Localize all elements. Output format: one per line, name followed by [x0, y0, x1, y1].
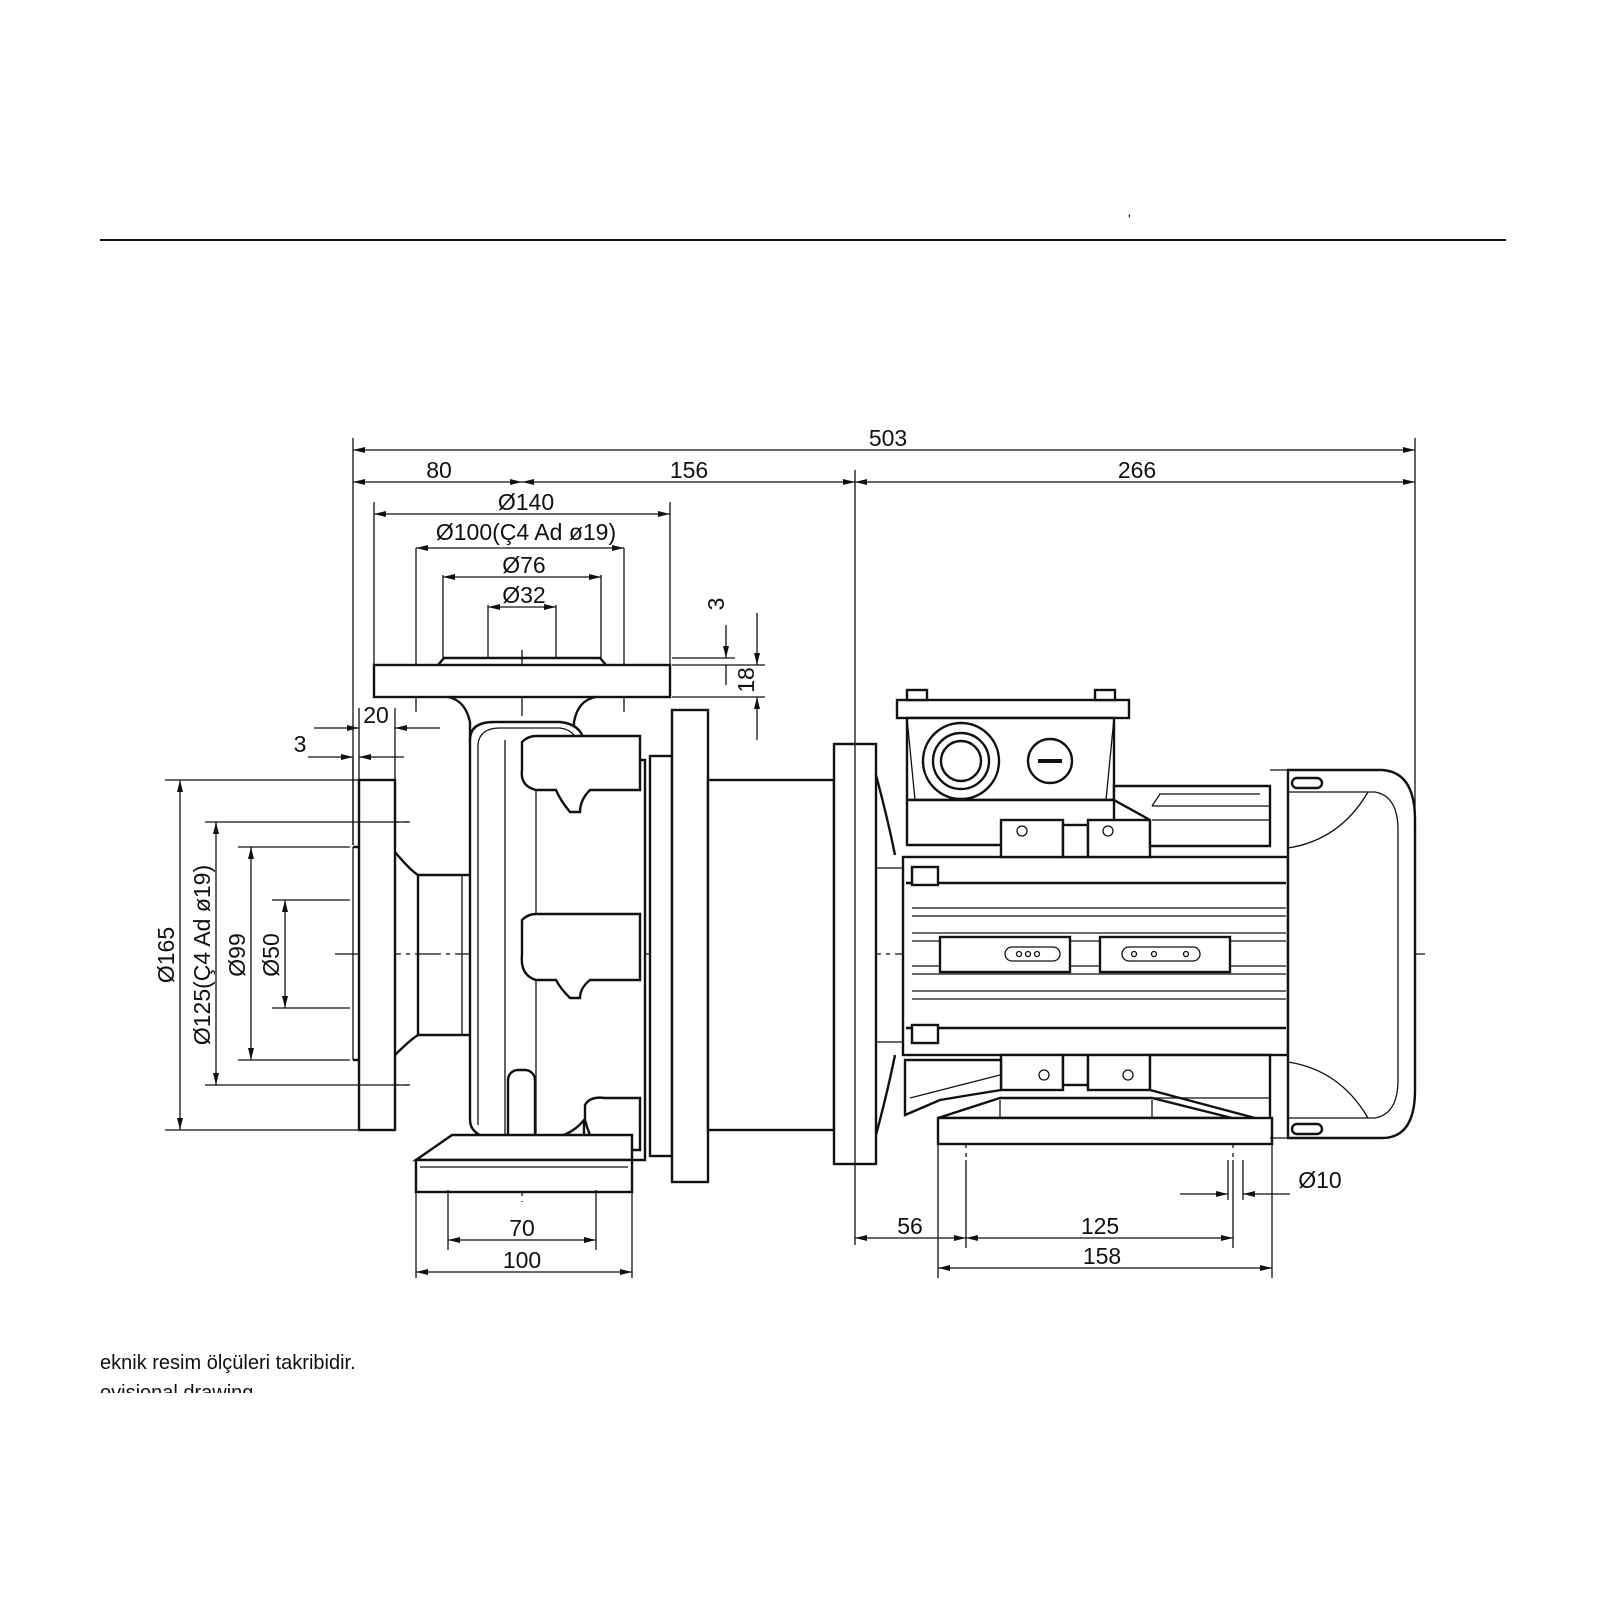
- dim-pump-length: 80: [426, 457, 452, 483]
- pump-body: [352, 656, 836, 1194]
- dim-outlet-flange-od: Ø140: [498, 489, 554, 515]
- motor: [832, 688, 1417, 1166]
- dim-outlet-face-step: 3: [703, 598, 729, 611]
- dim-inlet-flange-od: Ø165: [153, 927, 179, 983]
- dim-outlet-bolt-circle: Ø100(Ç4 Ad ø19): [436, 519, 616, 545]
- dim-pump-foot-holes: 70: [509, 1215, 535, 1241]
- dim-motor-foot-hole-dia: Ø10: [1298, 1167, 1341, 1193]
- dim-motor-foot-offset: 56: [897, 1213, 923, 1239]
- dim-inlet-flange-thickness: 20: [363, 702, 389, 728]
- dim-inlet-raised-face: Ø99: [224, 933, 250, 976]
- dim-inlet-bolt-circle: Ø125(Ç4 Ad ø19): [189, 865, 215, 1045]
- dim-pump-foot-width: 100: [503, 1247, 541, 1273]
- dimension-lines: [177, 447, 1415, 1275]
- note-provisional-drawing: ovisional drawing: [100, 1383, 253, 1393]
- dim-motor-length: 266: [1118, 457, 1156, 483]
- dim-outlet-flange-thickness: 18: [733, 667, 759, 693]
- dim-outlet-raised-face: Ø76: [502, 552, 545, 578]
- dim-inlet-face-step: 3: [294, 731, 307, 757]
- note-approximate-dimensions: eknik resim ölçüleri takribidir.: [100, 1352, 356, 1374]
- dim-outlet-bore: Ø32: [502, 582, 545, 608]
- dimension-labels: 503 80 156 266 Ø140 Ø100(Ç4 Ad ø19) Ø76 …: [153, 425, 1342, 1273]
- dim-middle-length: 156: [670, 457, 708, 483]
- extension-lines: [165, 438, 1416, 1278]
- dim-motor-foot-holes: 125: [1081, 1213, 1119, 1239]
- dim-inlet-bore: Ø50: [258, 933, 284, 976]
- dim-overall-length: 503: [869, 425, 907, 451]
- dim-motor-foot-width: 158: [1083, 1243, 1121, 1269]
- header-mark: ': [1128, 211, 1131, 227]
